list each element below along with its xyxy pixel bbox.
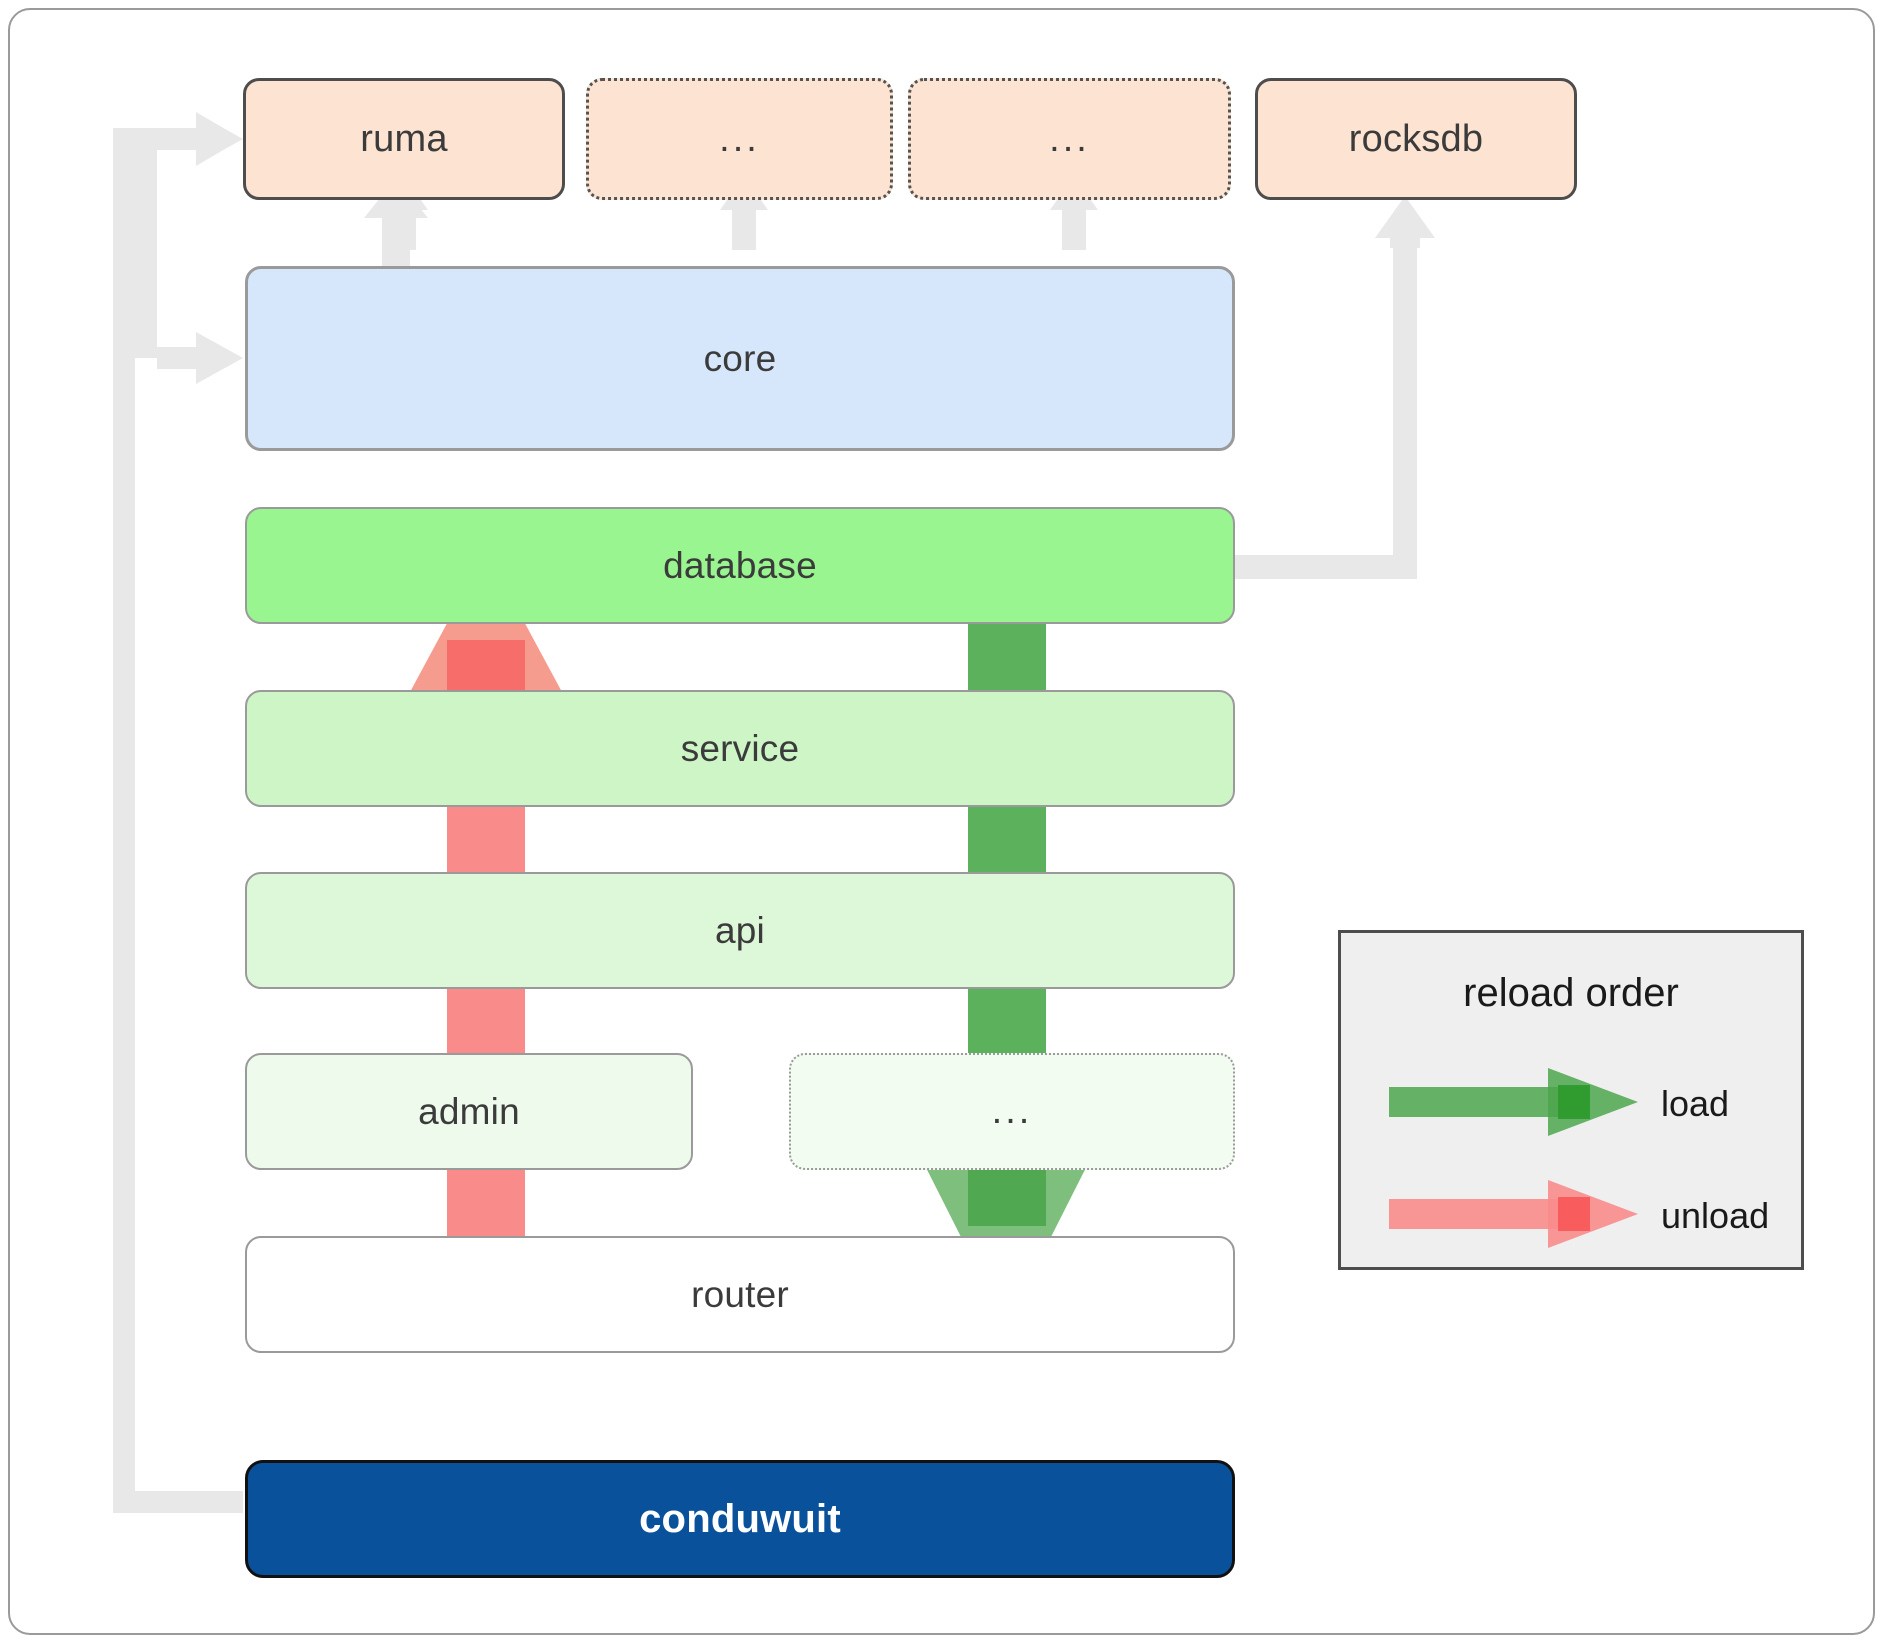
legend-unload-arrow	[1389, 1180, 1638, 1248]
legend-panel: reload order load unload	[1338, 930, 1804, 1270]
root-label: conduwuit	[639, 1496, 841, 1541]
legend-label-load: load	[1661, 1083, 1730, 1124]
dependency-box-ruma[interactable]: ruma	[243, 78, 565, 200]
crate-label-router: router	[691, 1273, 789, 1315]
dependency-label-ruma: ruma	[360, 117, 448, 160]
legend-load-arrow	[1389, 1068, 1638, 1136]
legend-arrow-layer	[1389, 1068, 1638, 1248]
crate-label-service: service	[680, 727, 800, 769]
crate-box-database[interactable]: database	[245, 507, 1235, 624]
crate-box-router[interactable]: router	[245, 1236, 1235, 1353]
diagram-frame	[8, 8, 1875, 1635]
dependency-label-rocksdb: rocksdb	[1348, 117, 1484, 160]
root-box-conduwuit[interactable]: conduwuit	[245, 1460, 1235, 1578]
dependency-box-2[interactable]: ...	[586, 78, 893, 200]
dependency-box-rocksdb[interactable]: rocksdb	[1255, 78, 1577, 200]
crate-box-api[interactable]: api	[245, 872, 1235, 989]
crate-label-ellipsis: ...	[991, 1090, 1033, 1132]
crate-label-admin: admin	[418, 1090, 520, 1132]
core-box[interactable]: core	[245, 266, 1235, 451]
crate-box-admin[interactable]: admin	[245, 1053, 693, 1170]
dependency-label-3: ...	[1049, 117, 1090, 160]
legend-label-unload: unload	[1661, 1195, 1770, 1236]
crate-box-ellipsis[interactable]: ...	[789, 1053, 1235, 1170]
crate-label-database: database	[663, 544, 817, 586]
legend-title: reload order	[1463, 971, 1679, 1015]
dependency-box-3[interactable]: ...	[908, 78, 1231, 200]
crate-label-api: api	[715, 909, 765, 951]
dependency-label-2: ...	[719, 117, 760, 160]
core-label: core	[703, 337, 777, 379]
crate-box-service[interactable]: service	[245, 690, 1235, 807]
